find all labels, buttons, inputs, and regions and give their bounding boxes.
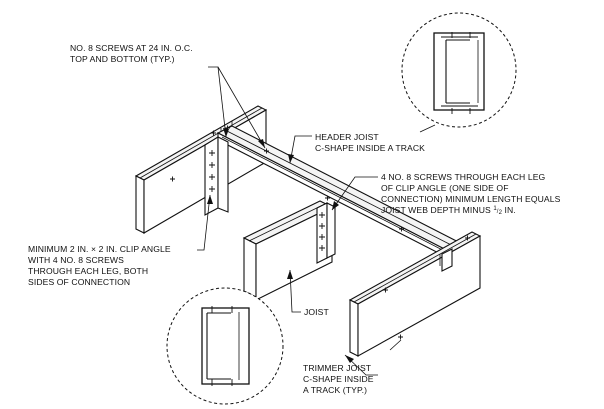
label-clip-angle-line4: SIDES OF CONNECTION [28, 277, 130, 287]
screw-marks [170, 125, 470, 340]
label-header-joist: HEADER JOIST C-SHAPE INSIDE A TRACK [315, 132, 425, 153]
label-screws-top-line2: TOP AND BOTTOM (TYP.) [70, 54, 175, 64]
label-clip-screws-line1: 4 NO. 8 SCREWS THROUGH EACH LEG [381, 172, 546, 182]
right-trimmer-joist [348, 231, 482, 357]
left-clip-angle [204, 136, 229, 216]
label-trimmer-line3: A TRACK (TYP.) [303, 385, 367, 395]
label-screws-top-line1: NO. 8 SCREWS AT 24 IN. O.C. [70, 43, 193, 53]
label-clip-angle-line3: THROUGH EACH LEG, BOTH [28, 266, 148, 276]
header-joist [216, 125, 476, 265]
label-clip-screws-line2: OF CLIP ANGLE (ONE SIDE OF [381, 183, 509, 193]
label-clip-angle-line1: MINIMUM 2 IN. × 2 IN. CLIP ANGLE [28, 244, 171, 254]
label-screws-top: NO. 8 SCREWS AT 24 IN. O.C. TOP AND BOTT… [70, 43, 193, 64]
detail-circle-top [401, 12, 517, 128]
detail-circle-bottom [166, 287, 284, 405]
label-clip-screws-line4: JOIST WEB DEPTH MINUS 1/2 IN. [381, 205, 516, 216]
label-clip-screws: 4 NO. 8 SCREWS THROUGH EACH LEG OF CLIP … [381, 172, 561, 216]
label-clip-angle-line2: WITH 4 NO. 8 SCREWS [28, 255, 124, 265]
arrowheads [207, 128, 354, 363]
left-trimmer-joist [134, 105, 268, 234]
label-header-line1: HEADER JOIST [315, 132, 379, 142]
label-trimmer-line1: TRIMMER JOIST [303, 363, 372, 373]
leader-lines [197, 66, 436, 376]
label-trimmer-line2: C-SHAPE INSIDE [303, 374, 374, 384]
label-clip-screws-line3: CONNECTION) MINIMUM LENGTH EQUALS [381, 194, 561, 204]
label-joist: JOIST [304, 307, 330, 317]
label-clip-angle: MINIMUM 2 IN. × 2 IN. CLIP ANGLE WITH 4 … [28, 244, 171, 287]
label-trimmer-joist: TRIMMER JOIST C-SHAPE INSIDE A TRACK (TY… [303, 363, 374, 395]
right-clip-angle [316, 202, 336, 264]
label-header-line2: C-SHAPE INSIDE A TRACK [315, 143, 425, 153]
